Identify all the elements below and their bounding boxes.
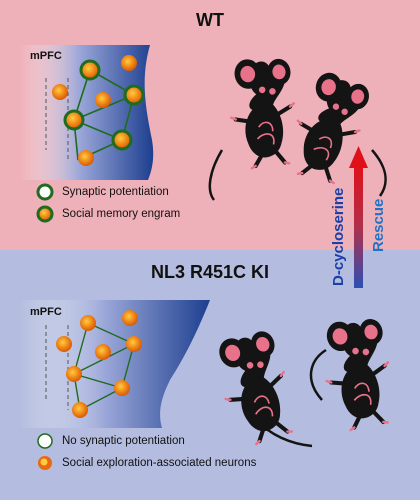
mouse-tail [255,419,313,448]
legend-item: Synaptic potentiation [36,181,180,203]
legend-label: No synaptic potentiation [62,435,185,447]
neuron-icon [80,315,96,331]
neuron-icon [114,380,130,396]
legend-label: Synaptic potentiation [62,186,169,198]
neuron-icon [78,150,94,166]
mouse-icon [313,312,404,435]
wt-region-label: mPFC [30,50,62,62]
neuron-icon [126,336,142,352]
mouse-tail [208,149,224,201]
ring-icon [36,183,54,201]
engram-neuron-icon [36,205,54,223]
ki-legend: No synaptic potentiation Social explorat… [36,430,256,474]
legend-item: No synaptic potentiation [36,430,256,452]
engram-neuron [123,84,145,106]
neuron-icon [121,55,137,71]
engram-neuron [111,129,133,151]
neuron-icon [122,310,138,326]
legend-label: Social memory engram [62,208,181,220]
neuron-icon [95,344,111,360]
neuron-icon [66,366,82,382]
ki-region-label: mPFC [30,306,62,318]
ki-neurons [56,310,142,418]
arrow-up-icon [349,146,368,288]
wt-legend: Synaptic potentiation Social memory engr… [36,181,180,225]
legend-item: Social exploration-associated neurons [36,452,256,474]
ki-title: NL3 R451C KI [150,262,270,282]
legend-item: Social memory engram [36,203,180,225]
ring-icon [37,433,53,449]
rescue-label: Rescue [370,198,387,252]
wt-neurons [52,55,145,166]
legend-label: Social exploration-associated neurons [62,457,257,469]
mouse-icon [222,52,306,172]
neuron-icon [95,92,111,108]
neuron-icon [38,456,52,470]
neuron-icon [56,336,72,352]
neuron-icon [52,84,68,100]
mouse-tail [309,348,327,401]
ki-mpfc-region [20,300,210,428]
mouse-tail [371,149,387,197]
engram-neuron [79,59,101,81]
wt-title: WT [196,10,224,30]
engram-neuron [63,109,85,131]
neuron-icon [72,402,88,418]
drug-label: D-cycloserine [330,187,347,286]
